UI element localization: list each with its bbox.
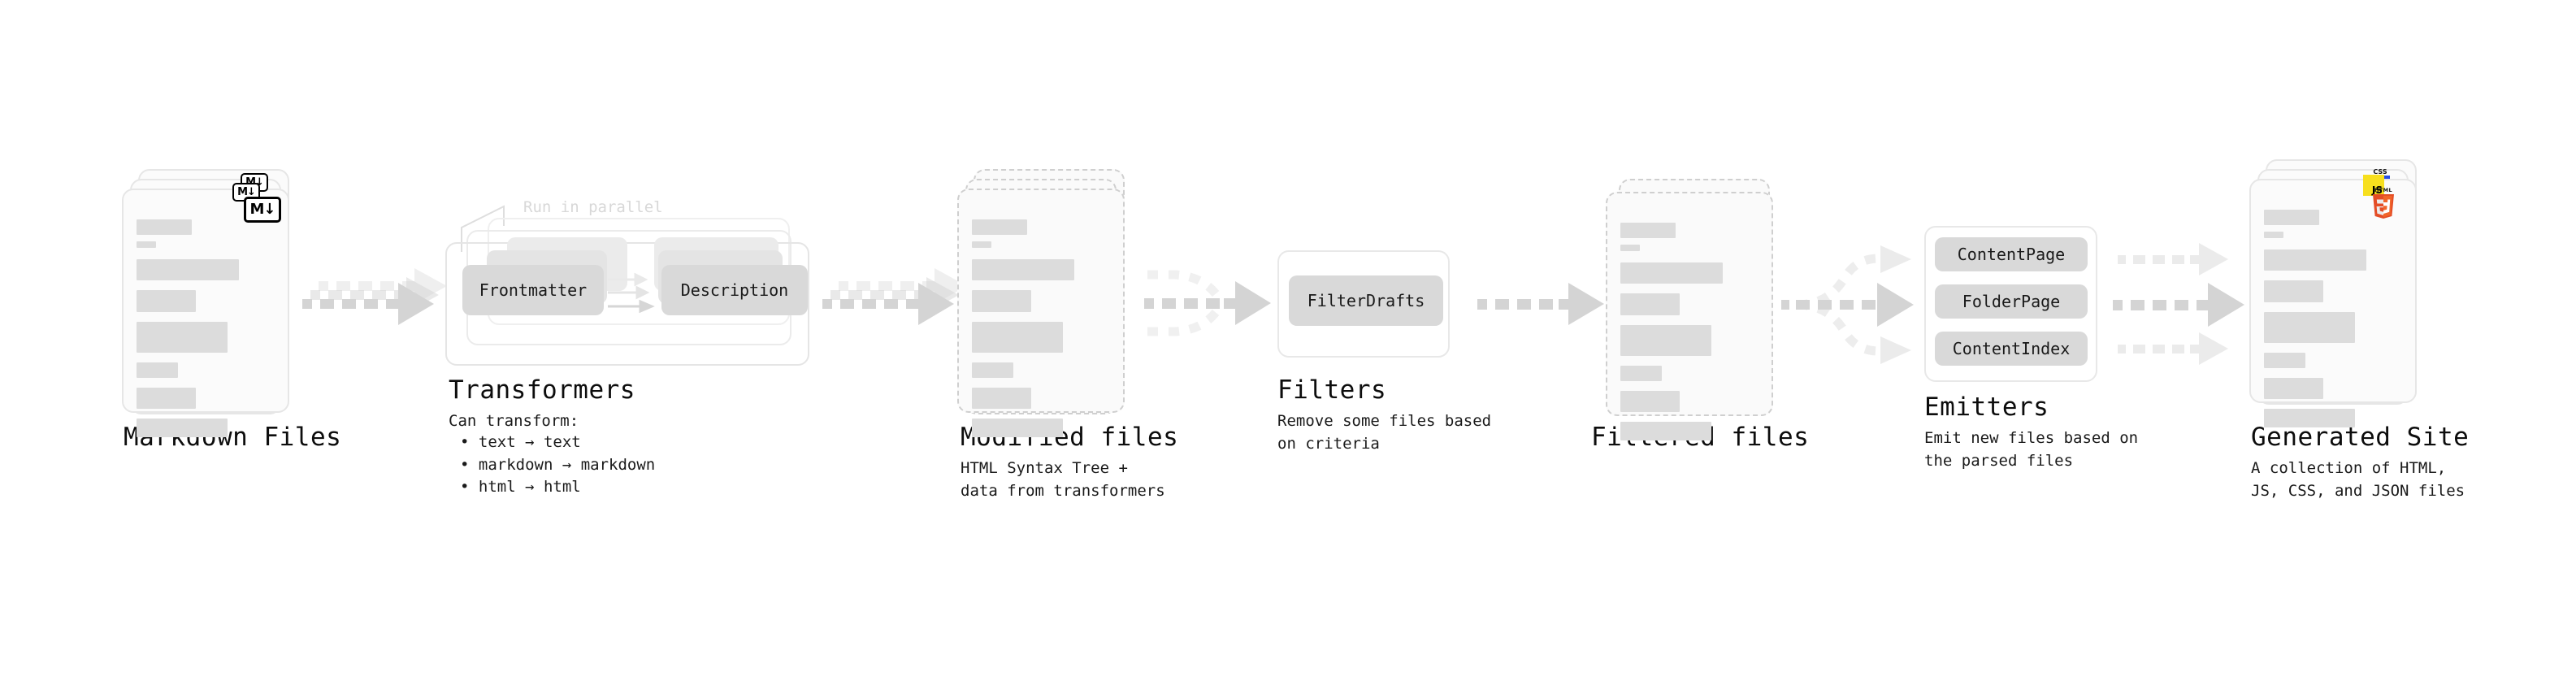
transformers-bullet-1: markdown → markdown — [460, 454, 655, 477]
html5-icon: HTML — [2370, 185, 2397, 219]
connector-filtered-to-emitters — [1781, 236, 1932, 374]
transformer-inner-arrows — [608, 272, 655, 314]
emitter-pill-folderpage[interactable]: FolderPage — [1935, 284, 2088, 319]
emitters-box — [1924, 226, 2097, 382]
generated-site-title: Generated Site — [2251, 423, 2470, 452]
filters-subtitle: Remove some files based on criteria — [1277, 412, 1492, 453]
emitters-title: Emitters — [1924, 393, 2049, 422]
filter-pill-filterdrafts[interactable]: FilterDrafts — [1289, 275, 1443, 326]
filters-box — [1277, 250, 1450, 358]
javascript-icon: JS — [2363, 175, 2384, 196]
generated-site-subtitle: A collection of HTML, JS, CSS, and JSON … — [2251, 459, 2465, 500]
transformers-bullets: text → text markdown → markdown html → h… — [460, 432, 655, 499]
modified-files-stack — [957, 169, 1128, 437]
emitter-pill-contentindex[interactable]: ContentIndex — [1935, 332, 2088, 366]
transformers-subtitle: Can transform: — [449, 412, 579, 430]
transformers-box-front — [445, 242, 809, 366]
connector-emitters-to-site — [2113, 236, 2259, 374]
connector-modified-to-filters — [1136, 258, 1282, 356]
connector-filters-to-filtered — [1477, 283, 1607, 332]
filtered-files-stack — [1606, 176, 1776, 440]
generated-site-stack: CSS JS HTML — [2249, 159, 2420, 427]
filtered-placeholder-lines — [1620, 223, 1759, 447]
svg-text:HTML: HTML — [2374, 187, 2392, 193]
emitter-pill-contentpage[interactable]: ContentPage — [1935, 237, 2088, 271]
markdown-placeholder-lines — [137, 219, 275, 444]
modified-files-subtitle: HTML Syntax Tree + data from transformer… — [961, 459, 1165, 500]
transformer-pill-frontmatter[interactable]: Frontmatter — [462, 265, 604, 315]
transformers-bullet-2: html → html — [460, 476, 655, 499]
transformers-bullet-0: text → text — [460, 432, 655, 454]
markdown-files-stack: M↓ M↓ M↓ — [122, 169, 293, 437]
run-in-parallel-label: Run in parallel — [523, 198, 663, 216]
modified-placeholder-lines — [972, 219, 1110, 444]
transformer-pill-description[interactable]: Description — [661, 265, 808, 315]
emitters-subtitle: Emit new files based on the parsed files — [1924, 429, 2139, 470]
connector-transformers-to-modified — [822, 260, 969, 349]
site-placeholder-lines — [2264, 210, 2402, 434]
transformers-group: Run in parallel Frontmatter Description — [445, 195, 827, 366]
run-in-parallel-bracket — [461, 205, 505, 252]
markdown-badge-front: M↓ — [244, 197, 281, 223]
svg-text:CSS: CSS — [2373, 168, 2387, 176]
transformers-title: Transformers — [449, 375, 635, 405]
connector-markdown-to-transformers — [302, 260, 449, 349]
filters-title: Filters — [1277, 375, 1387, 405]
